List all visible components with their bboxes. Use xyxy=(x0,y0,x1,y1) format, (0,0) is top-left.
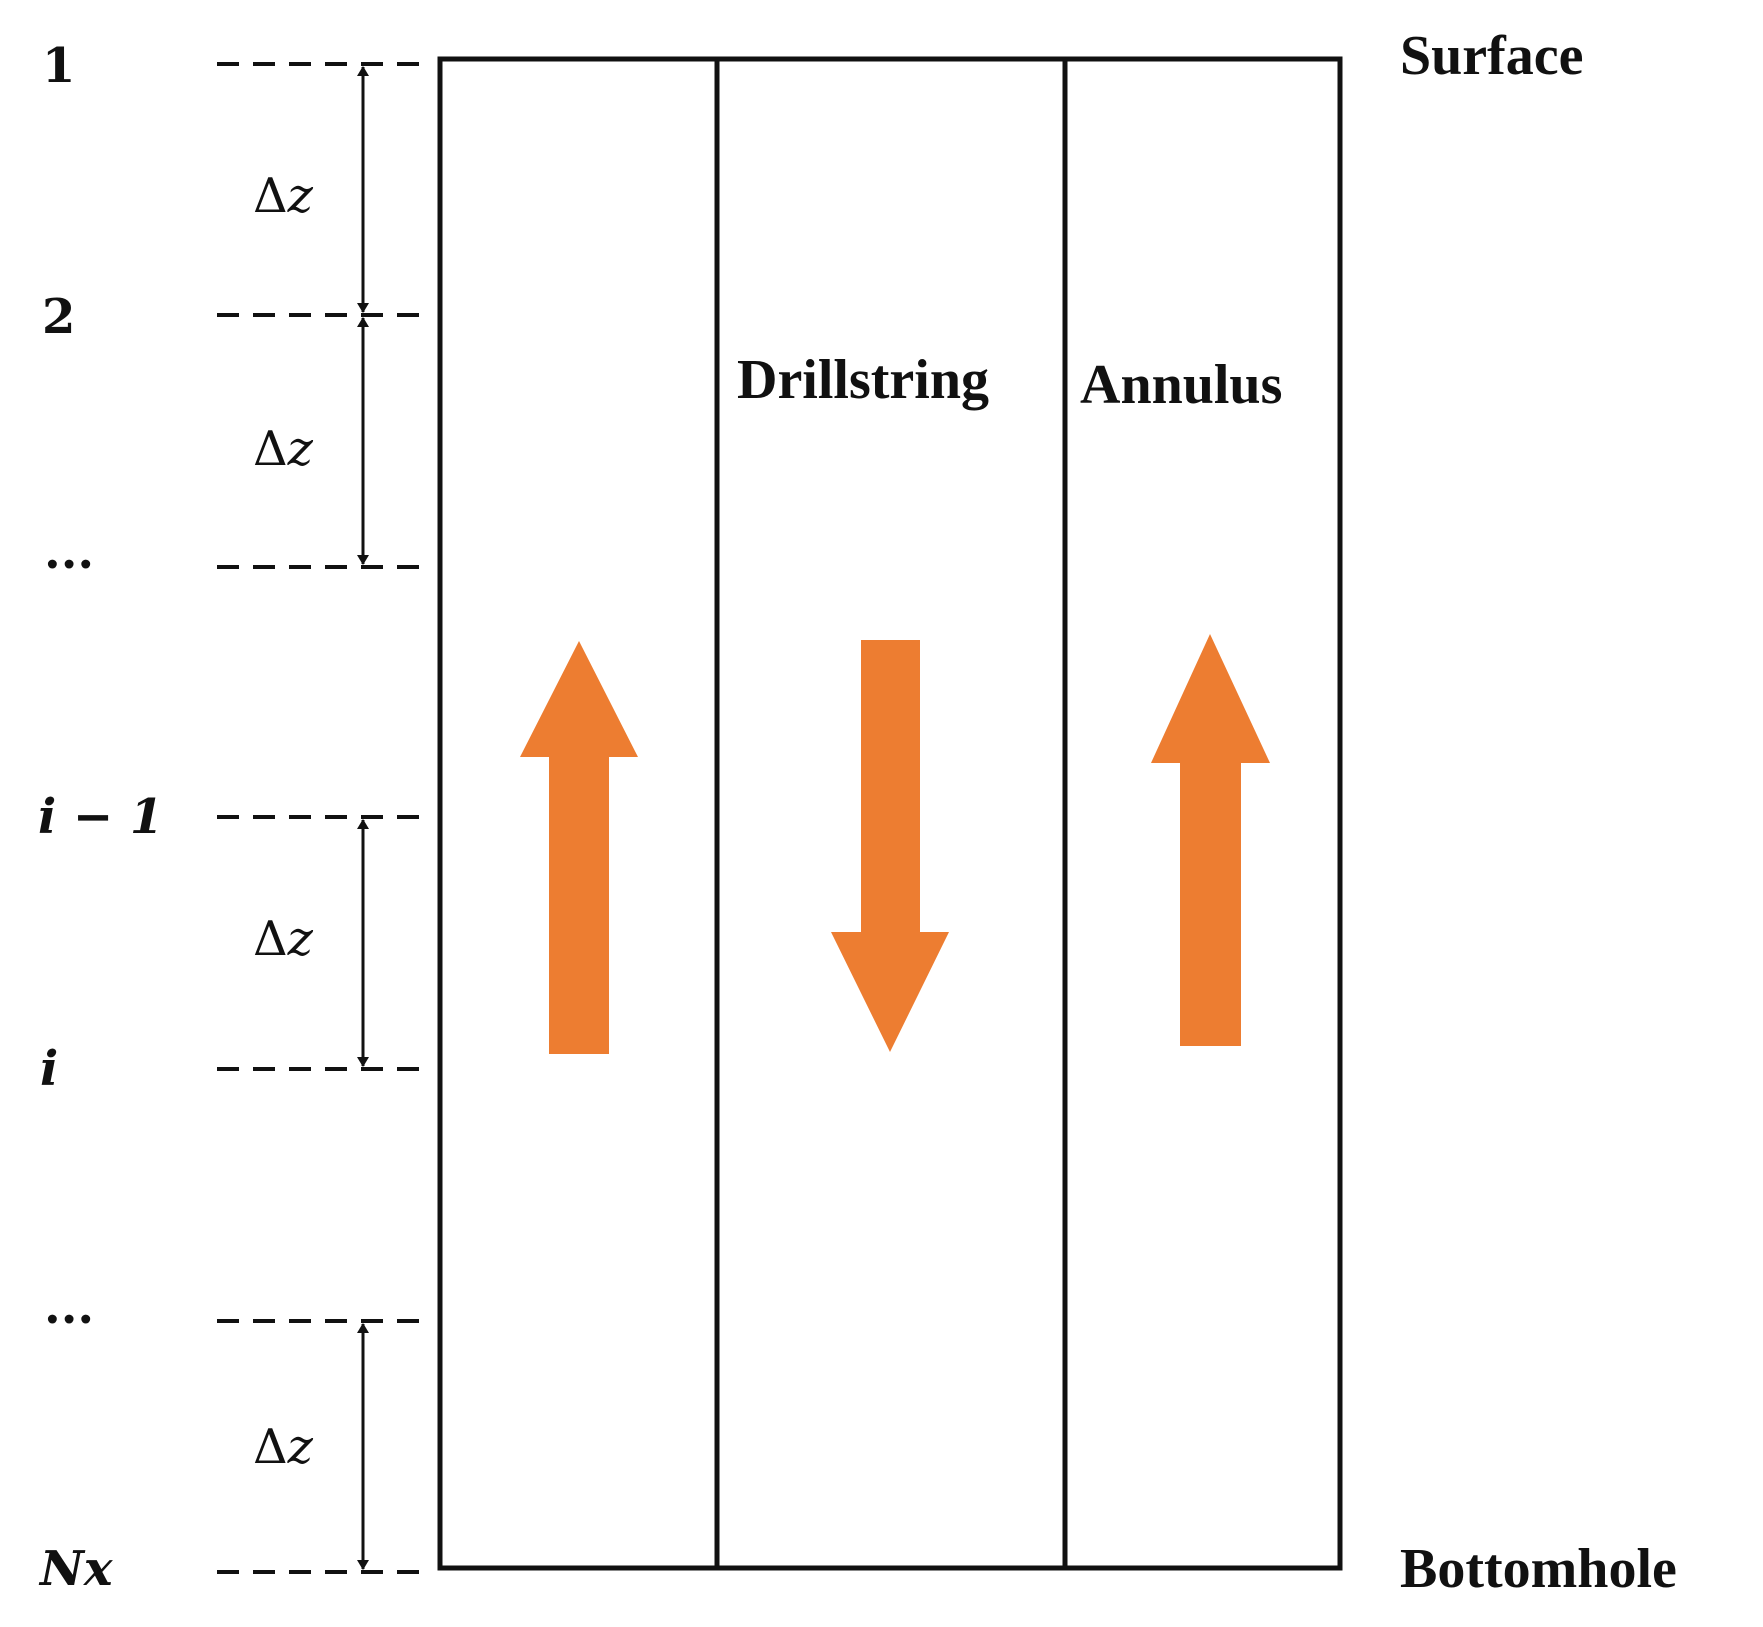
node-label-i: i xyxy=(40,1041,58,1097)
drillstring-label: Drillstring xyxy=(737,349,989,411)
node-label-ellipsis-bottom: ... xyxy=(44,1279,94,1335)
node-label-2: 2 xyxy=(42,289,75,345)
spacing-label-4: Δz xyxy=(253,1419,314,1475)
annulus-label: Annulus xyxy=(1080,354,1282,416)
node-label-i-minus-1: i − 1 xyxy=(38,789,163,845)
flow-arrow-up-icon xyxy=(520,641,638,1054)
spacing-label-3: Δz xyxy=(253,911,314,967)
flow-arrow-down-icon xyxy=(831,640,949,1052)
wellbore-box xyxy=(437,56,1343,1571)
flow-arrow-up-icon xyxy=(1151,634,1270,1046)
node-label-nx: Nx xyxy=(38,1541,114,1597)
node-label-1: 1 xyxy=(42,38,75,94)
bottomhole-label: Bottomhole xyxy=(1400,1538,1677,1600)
spacing-label-1: Δz xyxy=(253,168,314,224)
surface-label: Surface xyxy=(1400,25,1584,87)
spacing-label-2: Δz xyxy=(253,421,314,477)
node-label-ellipsis-top: ... xyxy=(44,524,94,580)
